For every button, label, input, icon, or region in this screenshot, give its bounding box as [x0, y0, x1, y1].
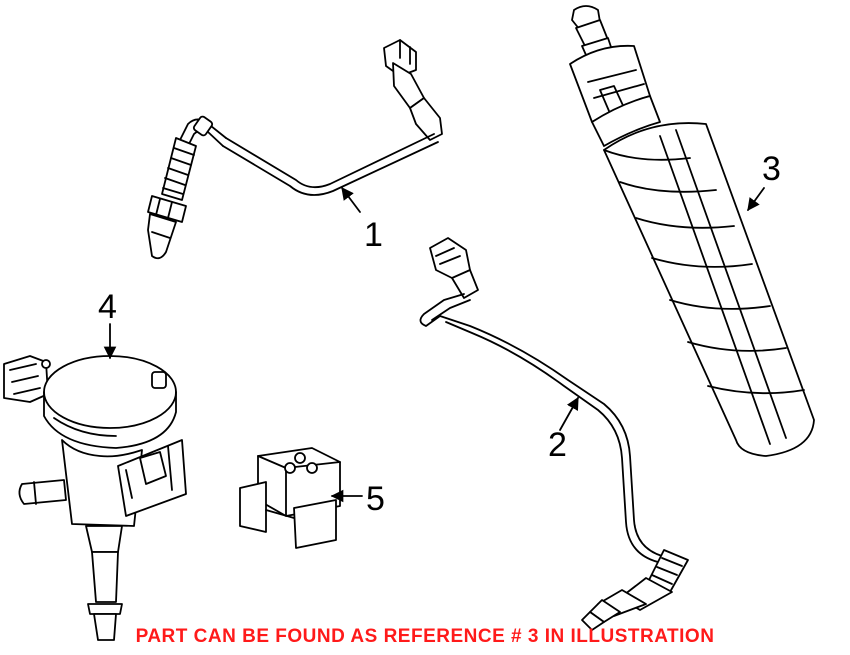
reference-notice: PART CAN BE FOUND AS REFERENCE # 3 IN IL… — [135, 626, 715, 647]
callout-5: 5 — [366, 480, 385, 518]
callout-2: 2 — [548, 426, 567, 464]
leader-lines — [103, 186, 765, 503]
callout-4: 4 — [98, 288, 117, 326]
evap-canister — [569, 5, 815, 457]
oxygen-sensor-upstream — [147, 39, 443, 260]
callout-3: 3 — [762, 150, 781, 188]
connector-block — [239, 447, 341, 549]
oxygen-sensor-downstream — [419, 237, 689, 631]
callout-1: 1 — [364, 216, 383, 254]
purge-valve — [3, 355, 187, 641]
